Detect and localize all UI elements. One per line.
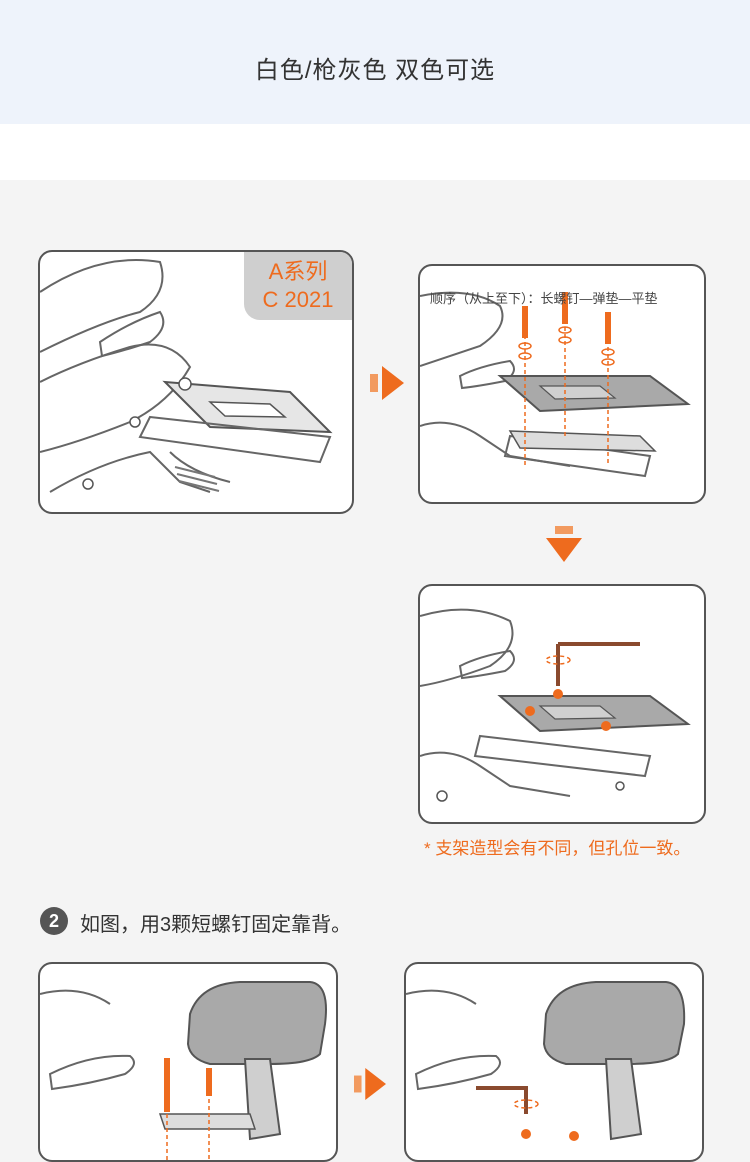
illustration-backrest-fastened — [404, 962, 704, 1162]
top-banner: 白色/枪灰色 双色可选 — [0, 0, 750, 124]
backrest-bolts-drawing — [40, 981, 327, 1160]
series-tag-line1: A系列 — [268, 259, 328, 284]
bracket-shape-note: * 支架造型会有不同，但孔位一致。 — [424, 839, 691, 858]
separator-band — [0, 124, 750, 180]
series-tag: A系列 C 2021 — [244, 252, 352, 320]
illustration-backrest-bolts — [38, 962, 338, 1162]
exploded-drawing — [420, 291, 691, 478]
series-tag-line2: C 2021 — [262, 287, 334, 312]
step-number-badge: 2 — [40, 907, 68, 935]
step-2-instruction: 如图，用3颗短螺钉固定靠背。 — [80, 914, 352, 936]
assembly-order-caption: 顺序（从上至下）：长螺钉—弹垫—平垫 — [430, 291, 658, 306]
scooter-rack-drawing — [40, 259, 333, 493]
fastened-drawing — [420, 608, 691, 802]
orange-down-arrow-icon — [546, 526, 582, 562]
orange-right-arrow-icon — [370, 366, 404, 400]
illustration-fastened-rack — [418, 584, 706, 824]
backrest-fastened-drawing — [406, 981, 686, 1141]
illustration-exploded-assembly: 顺序（从上至下）：长螺钉—弹垫—平垫 — [418, 264, 706, 504]
illustration-original-rack: A系列 C 2021 — [38, 250, 354, 514]
color-options-title: 白色/枪灰色 双色可选 — [254, 57, 496, 84]
orange-right-arrow-icon-2 — [354, 1068, 386, 1100]
